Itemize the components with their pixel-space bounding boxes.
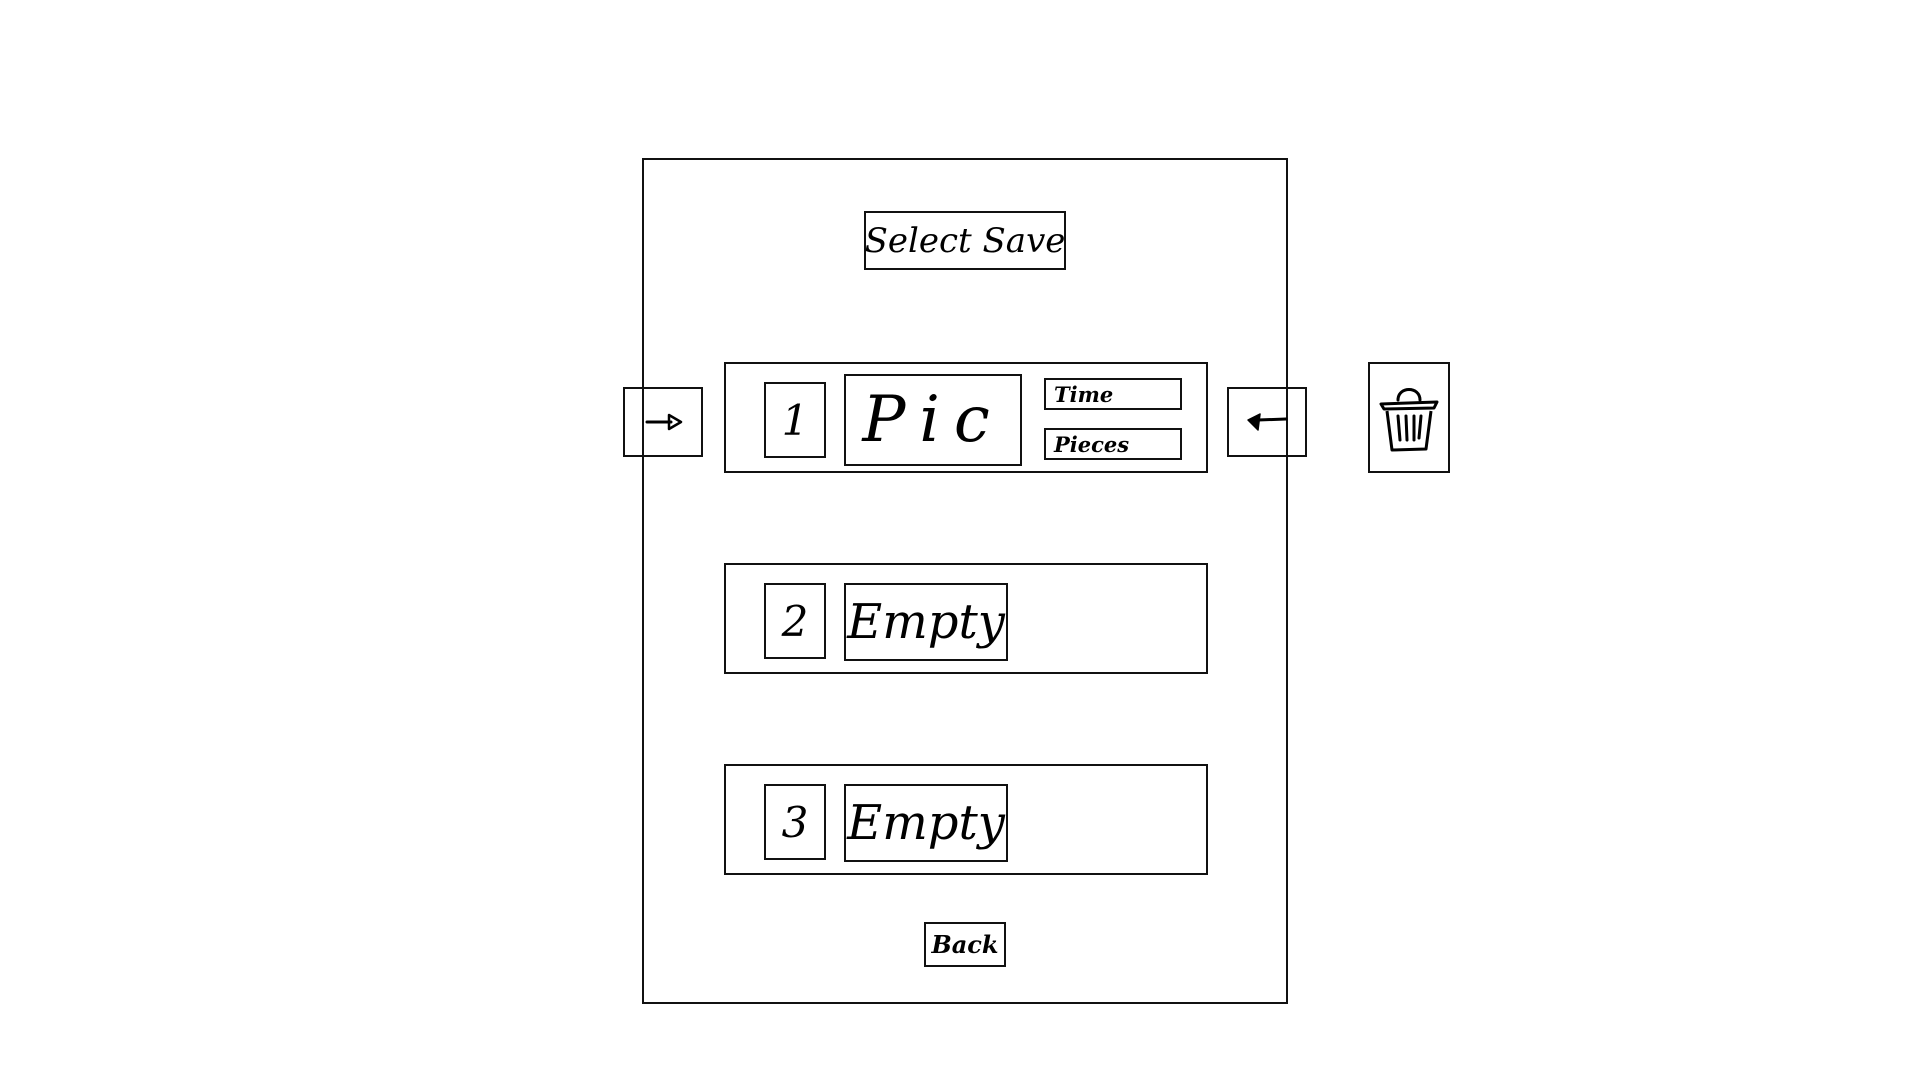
slot-empty-label: Empty <box>844 784 1008 862</box>
slot-number: 3 <box>764 784 826 860</box>
slot-pieces-label: Pieces <box>1044 428 1182 460</box>
slot-preview-picture: Pic <box>844 374 1022 466</box>
slot-time-label: Time <box>1044 378 1182 410</box>
slot-selector-left-button[interactable] <box>623 387 703 457</box>
save-slot-2[interactable]: 2 Empty <box>724 563 1208 674</box>
slot-empty-label: Empty <box>844 583 1008 661</box>
slot-selector-right-button[interactable] <box>1227 387 1307 457</box>
save-slot-1[interactable]: 1 Pic Time Pieces <box>724 362 1208 473</box>
back-button[interactable]: Back <box>924 922 1006 967</box>
save-slot-3[interactable]: 3 Empty <box>724 764 1208 875</box>
arrow-left-icon <box>1247 413 1288 431</box>
slot-number: 1 <box>764 382 826 458</box>
save-menu-frame <box>642 158 1288 1004</box>
delete-save-button[interactable] <box>1368 362 1450 473</box>
trash-icon <box>1379 387 1439 451</box>
page-title: Select Save <box>864 211 1066 270</box>
arrow-right-icon <box>645 413 683 431</box>
slot-number: 2 <box>764 583 826 659</box>
